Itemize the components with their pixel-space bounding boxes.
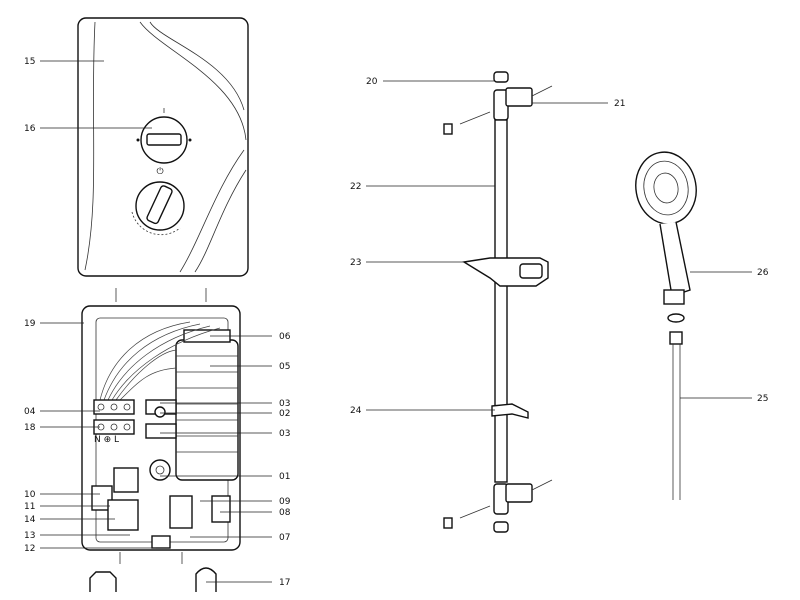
label-11: 11 <box>24 502 35 512</box>
shower-handset <box>635 151 697 305</box>
temperature-knob: ⏻ <box>131 166 185 236</box>
label-20: 20 <box>366 77 378 87</box>
part-labels: 15 16 19 06 05 03 02 03 04 18 01 10 11 0… <box>24 57 769 588</box>
label-18: 18 <box>24 423 36 433</box>
cable-clamps <box>89 567 217 592</box>
label-15: 15 <box>24 57 35 67</box>
label-13: 13 <box>24 531 35 541</box>
label-16: 16 <box>24 124 36 134</box>
label-06: 06 <box>279 332 291 342</box>
svg-text:⏻: ⏻ <box>156 166 163 177</box>
shower-hose <box>667 313 685 500</box>
label-07: 07 <box>279 533 290 543</box>
label-19: 19 <box>24 319 36 329</box>
label-23: 23 <box>350 258 361 268</box>
terminal-markings: N ⊕ L <box>94 435 119 445</box>
label-03a: 03 <box>279 399 290 409</box>
label-24: 24 <box>350 406 362 416</box>
label-21: 21 <box>614 99 625 109</box>
label-26: 26 <box>757 268 769 278</box>
leader-lines <box>40 60 752 583</box>
label-14: 14 <box>24 515 36 525</box>
label-02: 02 <box>279 409 290 419</box>
label-03b: 03 <box>279 429 290 439</box>
label-04: 04 <box>24 407 36 417</box>
power-knob <box>136 108 192 164</box>
label-09: 09 <box>279 497 291 507</box>
label-22: 22 <box>350 182 361 192</box>
label-17: 17 <box>279 578 290 588</box>
label-01: 01 <box>279 472 290 482</box>
inner-unit: N ⊕ L <box>81 288 241 564</box>
label-10: 10 <box>24 490 36 500</box>
label-12: 12 <box>24 544 35 554</box>
riser-rail <box>443 71 553 533</box>
label-08: 08 <box>279 508 291 518</box>
label-25: 25 <box>757 394 768 404</box>
label-05: 05 <box>279 362 290 372</box>
